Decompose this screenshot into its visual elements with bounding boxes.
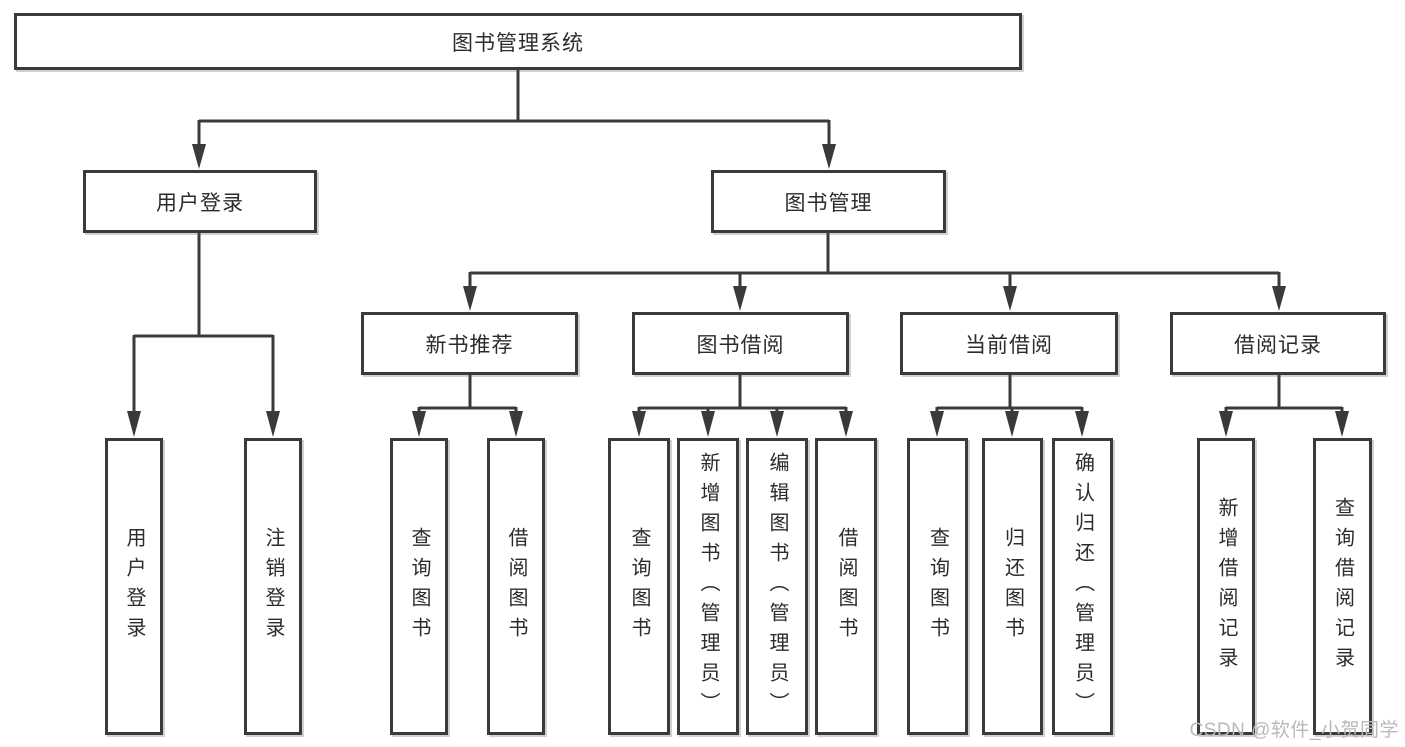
node-book-management-label: 图书管理 bbox=[784, 191, 873, 215]
leaf-logout-label: 注销登录 bbox=[262, 526, 284, 647]
leaf-borrow-query-books: 查询图书 bbox=[608, 438, 670, 735]
leaf-add-books-admin-label: 新增图书（管理员） bbox=[697, 451, 719, 722]
leaf-add-books-admin: 新增图书（管理员） bbox=[677, 438, 739, 735]
node-root-label: 图书管理系统 bbox=[452, 31, 584, 55]
leaf-confirm-return-admin: 确认归还（管理员） bbox=[1052, 438, 1113, 735]
leaf-confirm-return-admin-label: 确认归还（管理员） bbox=[1071, 451, 1094, 722]
node-book-management: 图书管理 bbox=[711, 170, 946, 233]
leaf-user-login-label: 用户登录 bbox=[123, 526, 145, 647]
leaf-recommend-borrow-books: 借阅图书 bbox=[487, 438, 545, 735]
leaf-return-books-label: 归还图书 bbox=[1001, 526, 1024, 647]
leaf-logout: 注销登录 bbox=[244, 438, 302, 735]
node-book-borrow-label: 图书借阅 bbox=[696, 333, 785, 357]
node-user-login-label: 用户登录 bbox=[156, 191, 244, 215]
node-borrow-records: 借阅记录 bbox=[1170, 312, 1386, 375]
leaf-borrow-query-books-label: 查询图书 bbox=[628, 526, 650, 647]
leaf-current-query-books: 查询图书 bbox=[907, 438, 968, 735]
leaf-add-borrow-record-label: 新增借阅记录 bbox=[1215, 496, 1237, 677]
node-root: 图书管理系统 bbox=[14, 13, 1022, 70]
leaf-recommend-query-books-label: 查询图书 bbox=[408, 526, 430, 647]
leaf-borrow-books-label: 借阅图书 bbox=[835, 526, 857, 647]
leaf-recommend-borrow-books-label: 借阅图书 bbox=[505, 526, 527, 647]
node-current-borrow-label: 当前借阅 bbox=[965, 333, 1053, 357]
node-current-borrow: 当前借阅 bbox=[900, 312, 1118, 375]
node-borrow-records-label: 借阅记录 bbox=[1234, 333, 1322, 357]
watermark: CSDN @软件_小贺同学 bbox=[1189, 720, 1399, 741]
node-user-login: 用户登录 bbox=[83, 170, 317, 233]
leaf-query-borrow-record: 查询借阅记录 bbox=[1313, 438, 1372, 735]
leaf-recommend-query-books: 查询图书 bbox=[390, 438, 448, 735]
leaf-current-query-books-label: 查询图书 bbox=[926, 526, 949, 647]
leaf-edit-books-admin: 编辑图书（管理员） bbox=[746, 438, 808, 735]
leaf-return-books: 归还图书 bbox=[982, 438, 1043, 735]
node-new-book-recommend-label: 新书推荐 bbox=[425, 333, 514, 357]
node-new-book-recommend: 新书推荐 bbox=[361, 312, 578, 375]
leaf-edit-books-admin-label: 编辑图书（管理员） bbox=[766, 451, 788, 722]
leaf-query-borrow-record-label: 查询借阅记录 bbox=[1331, 496, 1354, 677]
arrowhead-icons bbox=[127, 144, 1349, 437]
leaf-user-login: 用户登录 bbox=[105, 438, 163, 735]
leaf-borrow-books: 借阅图书 bbox=[815, 438, 877, 735]
node-book-borrow: 图书借阅 bbox=[632, 312, 849, 375]
leaf-add-borrow-record: 新增借阅记录 bbox=[1197, 438, 1255, 735]
